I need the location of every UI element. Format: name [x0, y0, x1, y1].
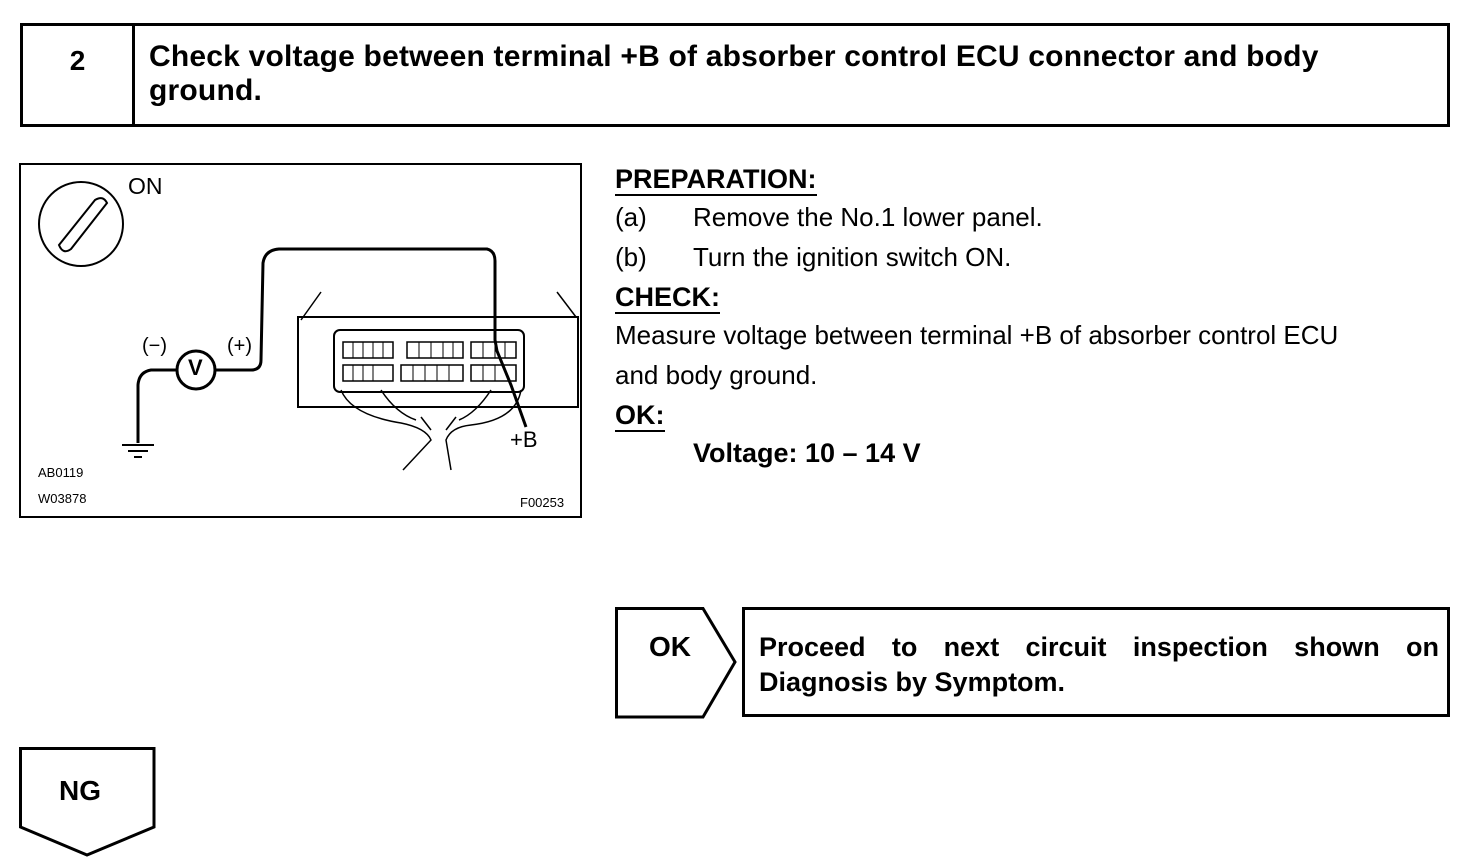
negative-terminal-label: (−)	[142, 335, 167, 357]
ok-result-text: Proceed to next circuit inspection shown…	[759, 630, 1439, 700]
positive-lead	[213, 247, 528, 428]
check-text: Measure voltage between terminal +B of a…	[615, 320, 1339, 350]
ground-icon	[122, 444, 154, 458]
figure-ref-code: F00253	[520, 495, 565, 510]
ok-heading: OK:	[615, 400, 665, 432]
ok-result-line: Diagnosis by Symptom.	[759, 667, 1066, 697]
switch-on-label: ON	[128, 173, 163, 199]
positive-terminal-label: (+)	[227, 335, 252, 357]
prep-item-text: Turn the ignition switch ON.	[693, 242, 1012, 272]
ok-result-box: Proceed to next circuit inspection shown…	[742, 607, 1450, 717]
terminal-b-label: +B	[510, 427, 538, 452]
figure-ref-code: AB0119	[38, 465, 84, 480]
check-heading: CHECK:	[615, 282, 720, 314]
step-number: 2	[23, 26, 135, 124]
ok-result-tag: OK	[615, 607, 740, 724]
step-header: 2 Check voltage between terminal +B of a…	[20, 23, 1450, 127]
prep-item-label: (a)	[615, 202, 647, 232]
negative-lead	[136, 368, 179, 443]
ok-result-line: Proceed to next circuit inspection shown…	[759, 632, 1439, 662]
wire-harness	[340, 389, 522, 471]
prep-item-label: (b)	[615, 242, 647, 272]
step-title: Check voltage between terminal +B of abs…	[149, 40, 1319, 107]
ng-tag-label: NG	[59, 775, 101, 806]
ignition-switch-icon	[38, 181, 124, 267]
voltmeter-icon	[175, 349, 217, 391]
prep-item-text: Remove the No.1 lower panel.	[693, 202, 1043, 232]
preparation-heading: PREPARATION:	[615, 164, 817, 196]
ok-arrow-icon	[615, 607, 737, 719]
ng-result-tag: NG	[19, 747, 157, 864]
ok-spec-value: Voltage: 10 – 14 V	[693, 438, 921, 468]
ok-tag-label: OK	[649, 631, 691, 662]
wiring-figure: ON (−) (+) V +B AB0119 W03878 F00253	[19, 163, 582, 518]
check-text: and body ground.	[615, 360, 818, 390]
ecu-connector-icon	[297, 291, 579, 408]
figure-ref-code: W03878	[38, 491, 87, 506]
ng-arrow-icon	[19, 747, 156, 857]
wiring-diagram	[38, 181, 579, 471]
voltmeter-symbol: V	[188, 355, 203, 380]
